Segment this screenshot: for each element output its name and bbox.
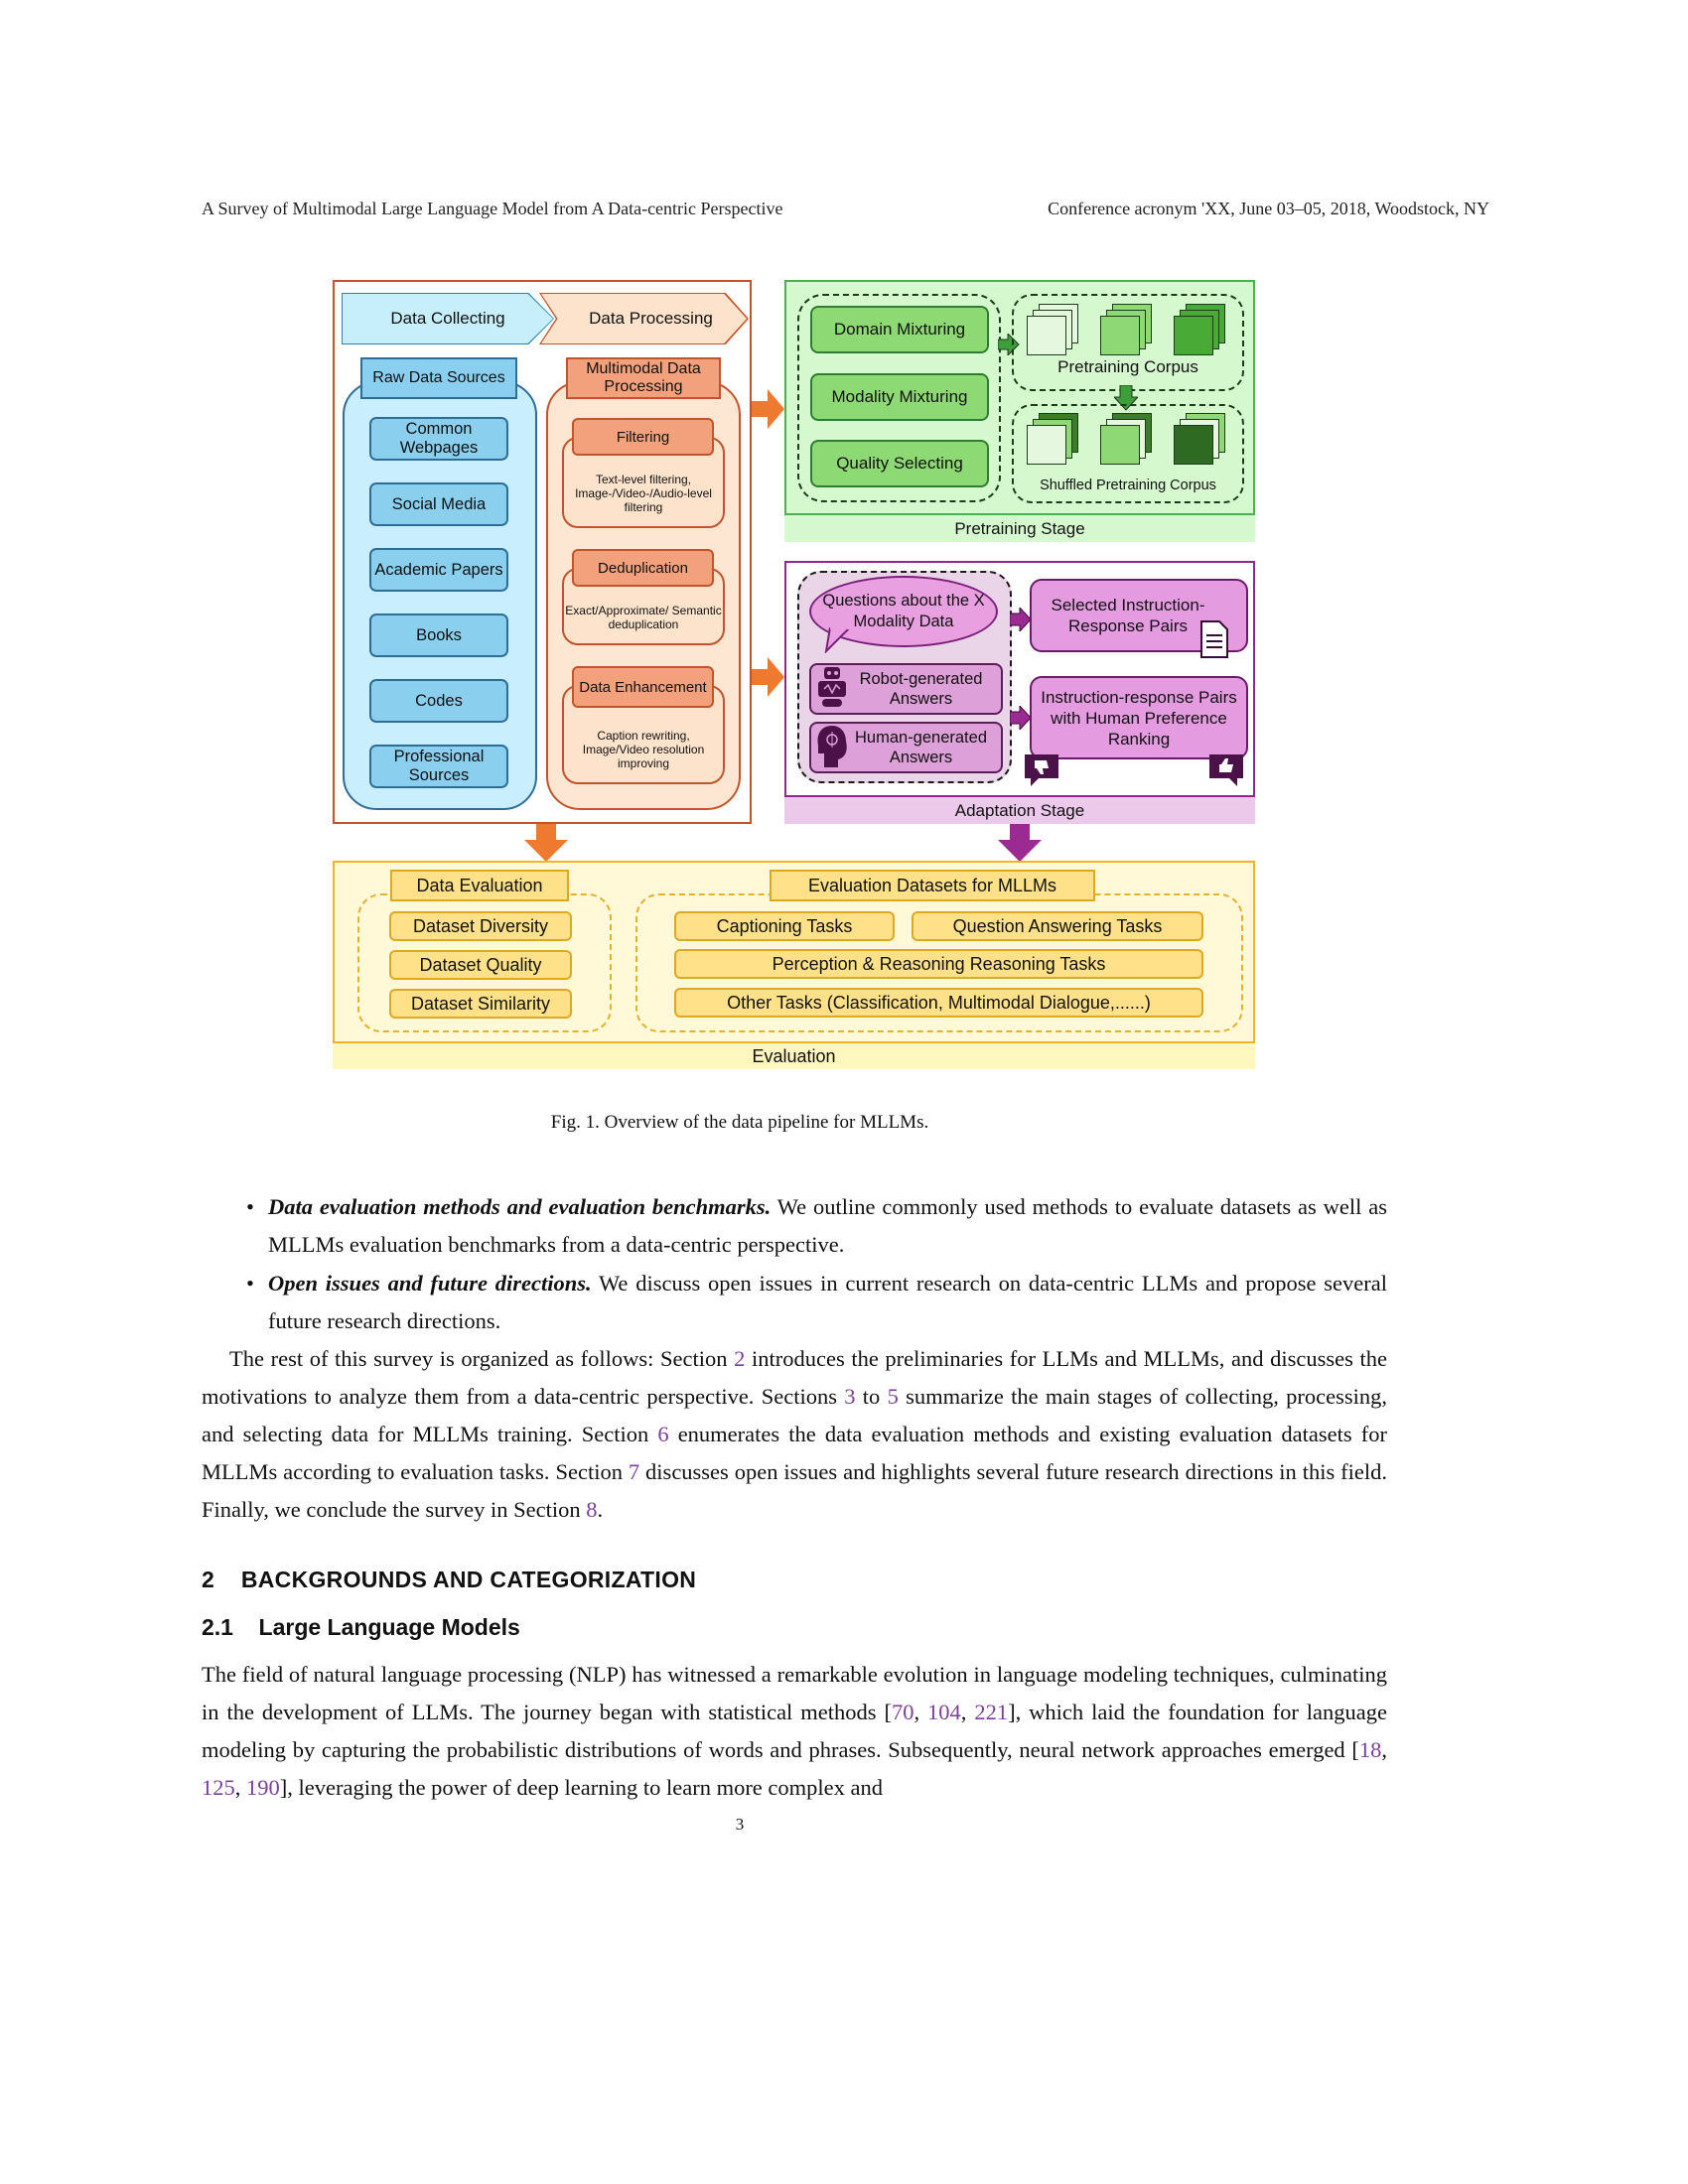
ranking-pairs-card: Instruction-response Pairs with Human Pr… <box>1030 676 1248 759</box>
data-collecting-chevron: Data Collecting <box>343 294 553 343</box>
paragraph-organization: The rest of this survey is organized as … <box>202 1346 1387 1522</box>
data-processing-chevron: Data Processing <box>541 294 747 343</box>
pretraining-stage-label: Pretraining Stage <box>784 513 1255 542</box>
green-arrow-down-icon <box>1114 385 1138 411</box>
document-icon <box>1200 620 1228 658</box>
thumbs-down-icon <box>1025 754 1058 786</box>
thumbs-up-icon <box>1209 754 1243 786</box>
data-evaluation-title: Data Evaluation <box>390 870 569 901</box>
eval-datasets-title: Evaluation Datasets for MLLMs <box>770 870 1095 901</box>
orange-arrow-down-icon <box>524 824 568 862</box>
human-head-icon <box>817 726 847 767</box>
section-link[interactable]: 6 <box>657 1422 669 1446</box>
bullet-item: •Data evaluation methods and evaluation … <box>246 1194 1387 1257</box>
robot-icon <box>818 667 846 707</box>
section-link[interactable]: 7 <box>628 1459 640 1484</box>
raw-item-books: Books <box>369 614 508 657</box>
perception-reasoning-tasks: Perception & Reasoning Reasoning Tasks <box>674 949 1203 979</box>
deduplication-title: Deduplication <box>572 549 714 587</box>
raw-item-academic-papers: Academic Papers <box>369 548 508 592</box>
shuffled-corpus-label: Shuffled Pretraining Corpus <box>1040 478 1216 493</box>
purple-arrow-right-icon <box>1010 706 1032 730</box>
figure-caption: Fig. 1. Overview of the data pipeline fo… <box>550 1112 929 1133</box>
citation-link[interactable]: 70 <box>891 1700 914 1724</box>
subsection-heading: 2.1 Large Language Models <box>202 1614 520 1640</box>
section-link[interactable]: 5 <box>887 1384 899 1409</box>
raw-item-social-media: Social Media <box>369 482 508 526</box>
section-link[interactable]: 2 <box>734 1346 746 1371</box>
bullet-item: •Open issues and future directions. We d… <box>246 1271 1387 1333</box>
quality-selecting: Quality Selecting <box>810 440 989 487</box>
raw-item-codes: Codes <box>369 679 508 723</box>
citation-link[interactable]: 190 <box>246 1775 280 1800</box>
other-tasks: Other Tasks (Classification, Multimodal … <box>674 988 1203 1018</box>
raw-item-common-webpages: Common Webpages <box>369 417 508 461</box>
raw-data-sources-title: Raw Data Sources <box>360 357 517 399</box>
paragraph-llm: The field of natural language processing… <box>202 1662 1388 1800</box>
raw-item-professional-sources: Professional Sources <box>369 745 508 788</box>
section-link[interactable]: 3 <box>844 1384 856 1409</box>
purple-arrow-down-icon <box>998 824 1042 862</box>
header-venue: Conference acronym 'XX, June 03–05, 2018… <box>1048 199 1489 218</box>
arrow-to-adaptation-icon <box>752 657 784 697</box>
multimodal-processing-title: Multimodal Data Processing <box>566 357 721 399</box>
domain-mixturing: Domain Mixturing <box>810 306 989 353</box>
purple-arrow-right-icon <box>1010 608 1032 631</box>
dataset-diversity: Dataset Diversity <box>389 911 572 941</box>
captioning-tasks: Captioning Tasks <box>674 911 895 941</box>
dataset-similarity: Dataset Similarity <box>389 989 572 1019</box>
filtering-title: Filtering <box>572 418 714 456</box>
qa-tasks: Question Answering Tasks <box>912 911 1203 941</box>
section-heading: 2 BACKGROUNDS AND CATEGORIZATION <box>202 1567 697 1592</box>
section-link[interactable]: 8 <box>586 1497 598 1522</box>
figure-data-pipeline: Data Collecting Data Processing Raw Data… <box>333 280 1255 1069</box>
shuffled-corpus-group <box>1012 404 1244 503</box>
collecting-processing-box <box>333 280 752 824</box>
citation-link[interactable]: 221 <box>974 1700 1009 1724</box>
adaptation-stage-label: Adaptation Stage <box>784 795 1255 824</box>
citation-link[interactable]: 18 <box>1358 1737 1382 1762</box>
page-number: 3 <box>735 1815 745 1834</box>
dataset-quality: Dataset Quality <box>389 950 572 980</box>
mixing-group <box>797 294 1001 502</box>
enhancement-title: Data Enhancement <box>572 666 714 708</box>
citation-link[interactable]: 104 <box>927 1700 961 1724</box>
header-title: A Survey of Multimodal Large Language Mo… <box>202 199 783 218</box>
pretraining-corpus-label: Pretraining Corpus <box>1057 357 1198 376</box>
speech-tail-icon <box>824 627 852 653</box>
citation-link[interactable]: 125 <box>202 1775 235 1800</box>
modality-mixturing: Modality Mixturing <box>810 373 989 421</box>
arrow-to-pretraining-icon <box>752 389 784 429</box>
evaluation-label: Evaluation <box>333 1041 1255 1069</box>
